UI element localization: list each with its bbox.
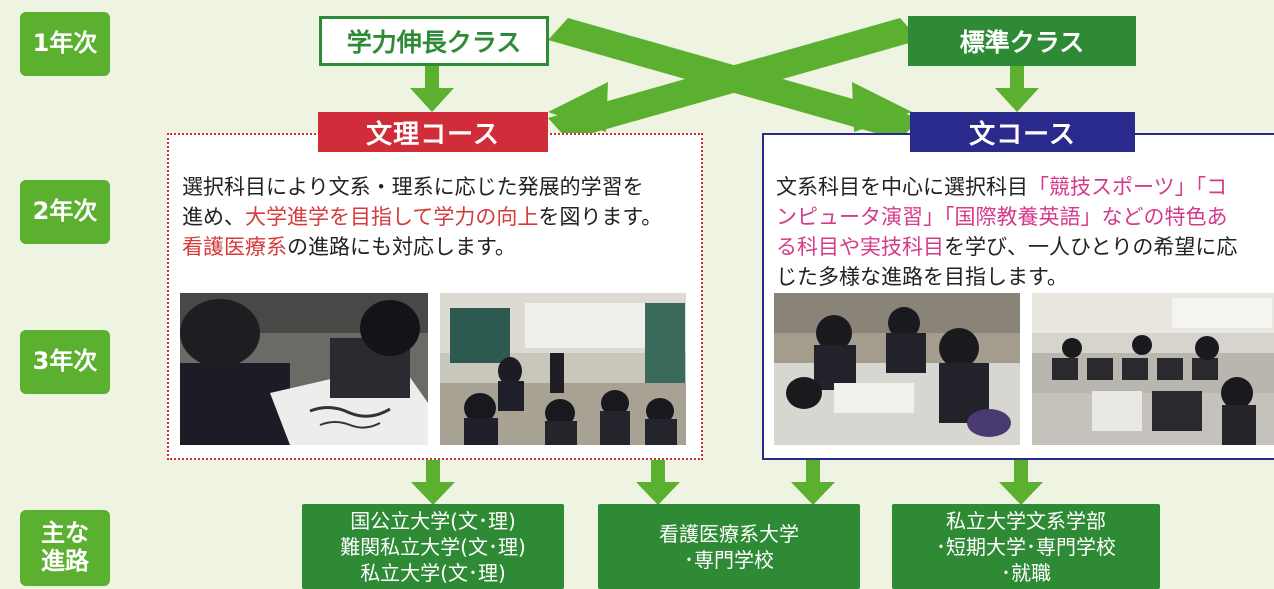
- classroom-exam-photo: [440, 293, 686, 445]
- sh-desc-2b: 大学進学を目指して学力の向上: [245, 205, 539, 229]
- arrow-shaft-advanced: [425, 62, 439, 90]
- path3-line3: ･就職: [1001, 560, 1051, 585]
- sh-desc-3a: 看護医療系: [182, 235, 287, 259]
- sh-desc-line1: 選択科目により文系・理系に応じた発展的学習を: [182, 172, 702, 202]
- photo-computer-illustration: [1032, 293, 1274, 445]
- path1-line3: 私立大学(文･理): [360, 560, 506, 585]
- h-desc-1b: 「競技スポーツ」「コ: [1028, 175, 1228, 199]
- main-path-line1: 主な: [41, 519, 89, 548]
- arrow-shaft-b4: [1014, 460, 1028, 484]
- humanities-course-label: 文コース: [910, 112, 1135, 152]
- arrow-head-advanced: [410, 88, 454, 112]
- computer-room-photo: [1032, 293, 1274, 445]
- standard-class-label: 標準クラス: [959, 28, 1085, 57]
- arrow-head-b2: [636, 482, 680, 505]
- path2-line1: 看護医療系大学: [659, 521, 799, 546]
- standard-class-box: 標準クラス: [908, 16, 1136, 66]
- arrow-shaft-standard: [1010, 62, 1024, 90]
- humanities-course-title: 文コース: [969, 119, 1076, 150]
- arrow-shaft-b1: [426, 460, 440, 484]
- sh-desc-3b: の進路にも対応します。: [287, 235, 516, 259]
- h-desc-2: ンピュータ演習」「国際教養英語」などの特色あ: [776, 205, 1228, 229]
- main-path-line2: 進路: [41, 547, 89, 575]
- arrow-shaft-b2: [651, 460, 665, 484]
- path1-line1: 国公立大学(文･理): [350, 508, 516, 533]
- h-desc-3b: を学び、一人ひとりの希望に応: [944, 235, 1238, 259]
- path-national-university: 国公立大学(文･理) 難関私立大学(文･理) 私立大学(文･理): [302, 504, 564, 589]
- grade-label-main-path: 主な 進路: [20, 510, 110, 586]
- science-humanities-description: 選択科目により文系・理系に応じた発展的学習を 進め、大学進学を目指して学力の向上…: [182, 172, 702, 262]
- grade-label-year3: 3年次: [20, 330, 110, 394]
- path2-line2: ･専門学校: [684, 547, 774, 572]
- humanities-description: 文系科目を中心に選択科目「競技スポーツ」「コ ンピュータ演習」「国際教養英語」な…: [776, 172, 1274, 292]
- arrow-head-standard: [995, 88, 1039, 112]
- photo-writing-illustration: [180, 293, 428, 445]
- arrowhead-left: [548, 82, 608, 132]
- sh-desc-1: 選択科目により文系・理系に応じた発展的学習を: [182, 175, 644, 199]
- arrow-head-b1: [411, 482, 455, 505]
- h-desc-3a: る科目や実技科目: [776, 235, 944, 259]
- path-private-humanities: 私立大学文系学部 ･短期大学･専門学校 ･就職: [892, 504, 1160, 589]
- h-desc-line4: じた多様な進路を目指します。: [776, 262, 1274, 292]
- science-humanities-course-label: 文理コース: [318, 112, 548, 152]
- sh-desc-2c: を図ります。: [538, 205, 663, 229]
- arrow-head-b3: [791, 482, 835, 505]
- path3-line2: ･短期大学･専門学校: [936, 534, 1116, 559]
- sh-desc-line3: 看護医療系の進路にも対応します。: [182, 232, 702, 262]
- arrowhead-right: [852, 82, 912, 132]
- h-desc-line2: ンピュータ演習」「国際教養英語」などの特色あ: [776, 202, 1274, 232]
- advanced-class-box: 学力伸長クラス: [319, 16, 549, 66]
- h-desc-line1: 文系科目を中心に選択科目「競技スポーツ」「コ: [776, 172, 1274, 202]
- grade-label-year1: 1年次: [20, 12, 110, 76]
- path3-line1: 私立大学文系学部: [946, 508, 1106, 533]
- advanced-class-label: 学力伸長クラス: [346, 28, 522, 57]
- classroom-writing-photo: [180, 293, 428, 445]
- grade-label-year2: 2年次: [20, 180, 110, 244]
- h-desc-line3: る科目や実技科目を学び、一人ひとりの希望に応: [776, 232, 1274, 262]
- h-desc-4: じた多様な進路を目指します。: [776, 265, 1068, 289]
- sh-desc-2a: 進め、: [182, 205, 245, 229]
- path-nursing-medical: 看護医療系大学 ･専門学校: [598, 504, 860, 589]
- cross-band-right: [548, 18, 920, 140]
- path1-line2: 難関私立大学(文･理): [340, 534, 526, 559]
- arrow-head-b4: [999, 482, 1043, 505]
- photo-exam-illustration: [440, 293, 686, 445]
- arrow-shaft-b3: [806, 460, 820, 484]
- grade-year2-text: 2年次: [32, 197, 98, 226]
- sh-desc-line2: 進め、大学進学を目指して学力の向上を図ります。: [182, 202, 702, 232]
- h-desc-1a: 文系科目を中心に選択科目: [776, 175, 1028, 199]
- photo-study-illustration: [774, 293, 1020, 445]
- grade-year1-text: 1年次: [32, 29, 98, 58]
- science-humanities-course-title: 文理コース: [366, 119, 500, 150]
- classroom-study-photo: [774, 293, 1020, 445]
- grade-year3-text: 3年次: [32, 347, 98, 376]
